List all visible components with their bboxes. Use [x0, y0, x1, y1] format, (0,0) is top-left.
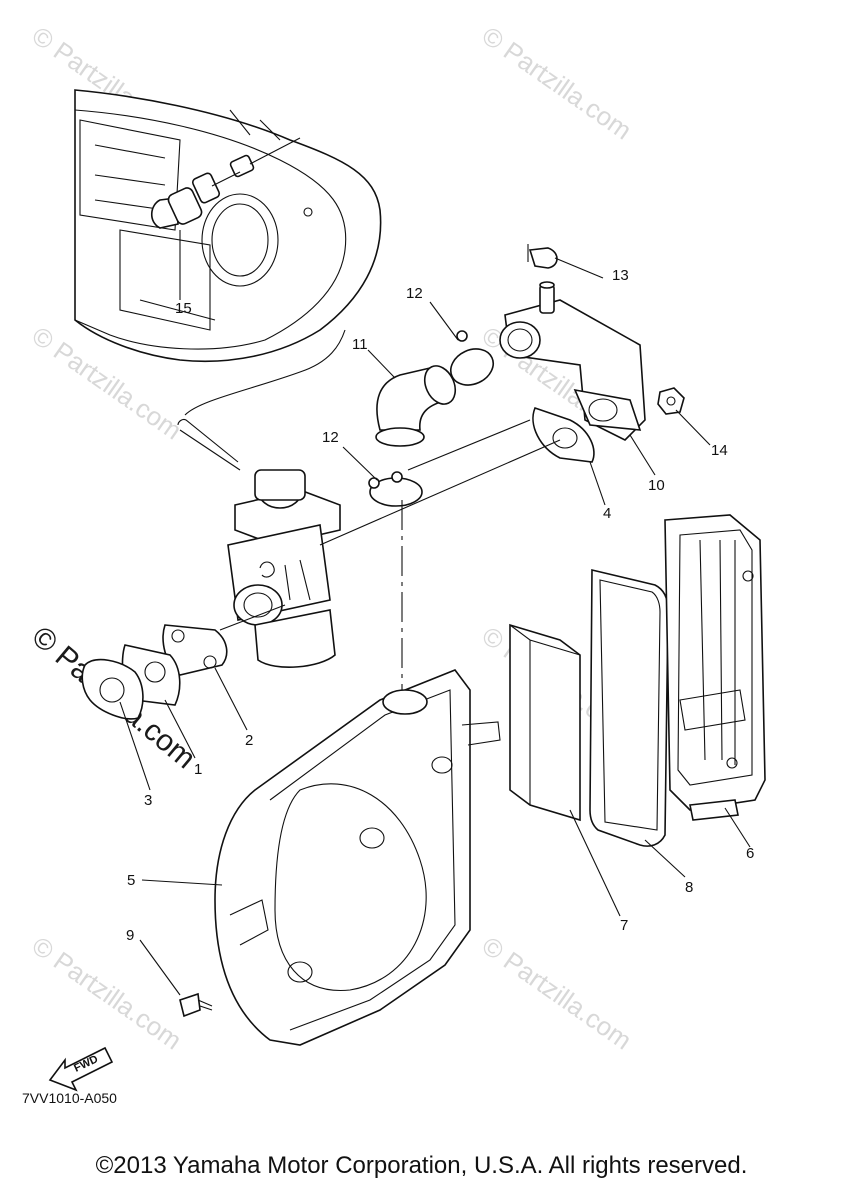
fwd-arrow-icon: FWD [48, 1046, 114, 1092]
choke-knob-drawing [150, 137, 346, 471]
callout-1: 1 [194, 761, 202, 778]
watermark: © Partzilla.com [477, 930, 638, 1055]
seal-drawing [589, 568, 669, 847]
watermark: © Partzilla.com [27, 930, 188, 1055]
callout-12a: 12 [406, 285, 423, 302]
filter-element-drawing [509, 623, 581, 822]
callout-2: 2 [245, 732, 253, 749]
small-clamp-drawing [527, 244, 558, 269]
engine-shroud-drawing [74, 89, 382, 363]
callout-6: 6 [746, 845, 754, 862]
assembly-lines [219, 419, 561, 690]
callout-7: 7 [620, 917, 628, 934]
air-filter-case-drawing [214, 669, 501, 1046]
callout-3: 3 [144, 792, 152, 809]
filter-cover-drawing [664, 514, 766, 821]
callout-14: 14 [711, 442, 728, 459]
callout-11: 11 [352, 336, 368, 353]
elbow-joint-drawing [375, 365, 457, 447]
callout-15: 15 [175, 300, 192, 317]
callout-5: 5 [127, 872, 135, 889]
callout-9: 9 [126, 927, 134, 944]
callout-12b: 12 [322, 429, 339, 446]
leader-lines [119, 230, 751, 996]
hose-clamp-drawing [368, 330, 494, 507]
screw-drawing [179, 992, 213, 1018]
gasket-4-drawing [532, 406, 595, 463]
nut-drawing [657, 387, 685, 415]
watermark: © Partzilla.com [477, 20, 638, 145]
copyright-notice: ©2013 Yamaha Motor Corporation, U.S.A. A… [95, 1152, 748, 1179]
diagram-code: 7VV1010-A050 [22, 1090, 117, 1106]
carburetor-drawing [227, 469, 341, 668]
callout-8: 8 [685, 879, 693, 896]
intake-joint-drawing [499, 281, 646, 441]
callout-10: 10 [648, 477, 665, 494]
callout-4: 4 [603, 505, 611, 522]
gasket-drawing [81, 624, 228, 720]
callout-labels: 1 2 3 4 5 6 7 8 9 10 11 12 12 13 14 15 [126, 267, 754, 944]
callout-13: 13 [612, 267, 629, 284]
